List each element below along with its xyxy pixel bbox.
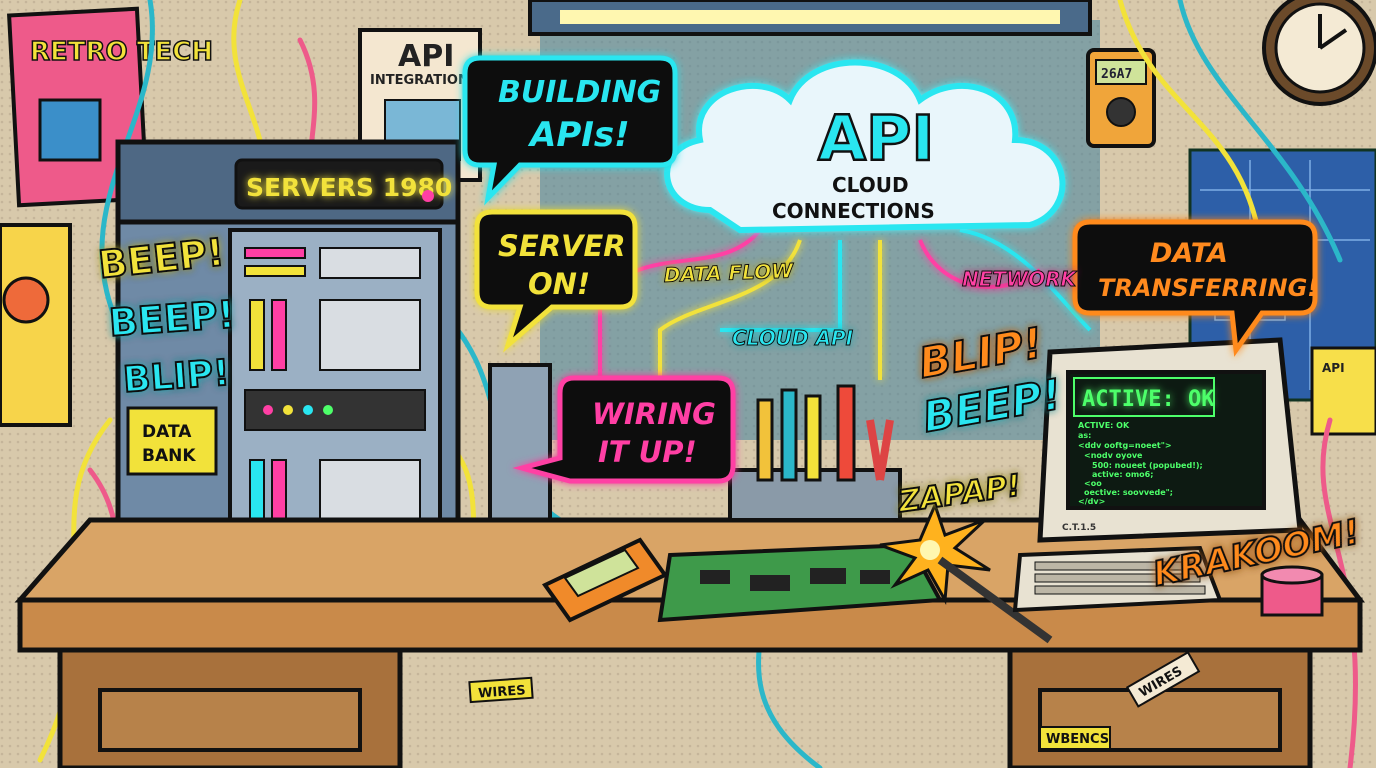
code-line: active: omo6; <box>1092 470 1153 479</box>
wall-clock <box>1262 0 1376 106</box>
bubble-server-line2: ON! <box>528 267 590 301</box>
api-cloud: API CLOUD CONNECTIONS <box>664 59 1066 234</box>
status-box <box>1073 377 1215 417</box>
beep-text-2: BEEP! <box>108 292 237 345</box>
wbencs-tag: WBENCS <box>1046 732 1109 747</box>
monitor-code: ACTIVE: OK as: <ddv ooftg=noeet"> <nodv … <box>1078 421 1203 506</box>
wall-multimeter: 26A7 <box>1086 48 1156 148</box>
desk-multimeter <box>541 537 669 623</box>
data-bank-line1: DATA <box>142 422 192 442</box>
code-line: <ddv ooftg=noeet"> <box>1078 441 1172 450</box>
retro-computer: ACTIVE: OK ACTIVE: OK as: <ddv ooftg=noe… <box>1012 337 1303 613</box>
code-line: <oo <box>1084 479 1102 488</box>
api-sticky-note: API <box>1310 346 1376 436</box>
cloud-title: API <box>818 102 935 175</box>
drawer-tags: WIRES WIRES WBENCS <box>468 650 1201 750</box>
bubble-server-on: SERVER ON! <box>474 209 638 353</box>
bubble-server-line1: SERVER <box>498 229 626 263</box>
tool-rack <box>728 384 902 522</box>
code-line: oective: soovvede"; <box>1084 488 1173 497</box>
bubble-data-transferring: DATA TRANSFERRING! <box>1072 219 1318 357</box>
code-line: ACTIVE: OK <box>1078 421 1130 430</box>
data-bank-label <box>126 406 218 476</box>
bubble-data-line1: DATA <box>1150 238 1228 269</box>
sound-effects-left: BEEP! BEEP! BLIP! <box>95 229 237 402</box>
code-line: 500: noueet (popubed!); <box>1092 461 1203 470</box>
monitor-status: ACTIVE: OK <box>1082 387 1215 412</box>
retro-tech-text: RETRO TECH <box>30 37 213 67</box>
bubble-wiring-line2: IT UP! <box>598 435 697 469</box>
api-poster-subtitle: INTEGRATION <box>370 73 469 88</box>
blip-text-1: BLIP! <box>122 353 231 401</box>
bubble-wiring-line1: WIRING <box>592 397 716 431</box>
solder-spool <box>1260 565 1324 617</box>
cloud-api-label: CLOUD API <box>732 326 854 350</box>
bubble-building-line1: BUILDING <box>498 75 661 110</box>
cloud-subtitle-2: CONNECTIONS <box>772 199 935 223</box>
cloud-subtitle-1: CLOUD <box>832 173 909 197</box>
bubble-building-line2: APIs! <box>527 115 630 155</box>
monitor-brand: C.T.1.5 <box>1062 523 1096 533</box>
circuit-board <box>657 542 944 623</box>
server-label: SERVERS 1980 <box>246 173 452 202</box>
data-bank-line2: BANK <box>142 446 196 466</box>
wire-labels: DATA FLOW CLOUD API NETWORK <box>663 258 1078 351</box>
wires-tag-left: WIRES <box>478 683 526 701</box>
code-line: </dv> <box>1078 497 1105 506</box>
code-line: <nodv oyove <box>1084 451 1143 460</box>
server-rack: SERVERS 1980 DATA BANK <box>115 139 461 595</box>
sticky-note-title: API <box>1322 361 1345 375</box>
code-line: as: <box>1078 431 1091 440</box>
bubble-data-line2: TRANSFERRING! <box>1098 274 1318 302</box>
solder-spark <box>879 500 1053 644</box>
meter-readout: 26A7 <box>1101 67 1132 82</box>
bubble-wiring-it-up: WIRING IT UP! <box>512 375 736 484</box>
neon-connection-lines <box>598 228 1092 400</box>
network-label: NETWORK <box>962 267 1078 291</box>
api-poster-title: API <box>398 39 454 74</box>
gear-poster <box>0 223 72 427</box>
gear-icon <box>2 276 50 324</box>
mini-server <box>488 363 552 527</box>
data-flow-label: DATA FLOW <box>663 258 794 287</box>
drawer-left <box>98 688 362 752</box>
bubble-building-apis: BUILDING APIs! <box>462 55 678 206</box>
